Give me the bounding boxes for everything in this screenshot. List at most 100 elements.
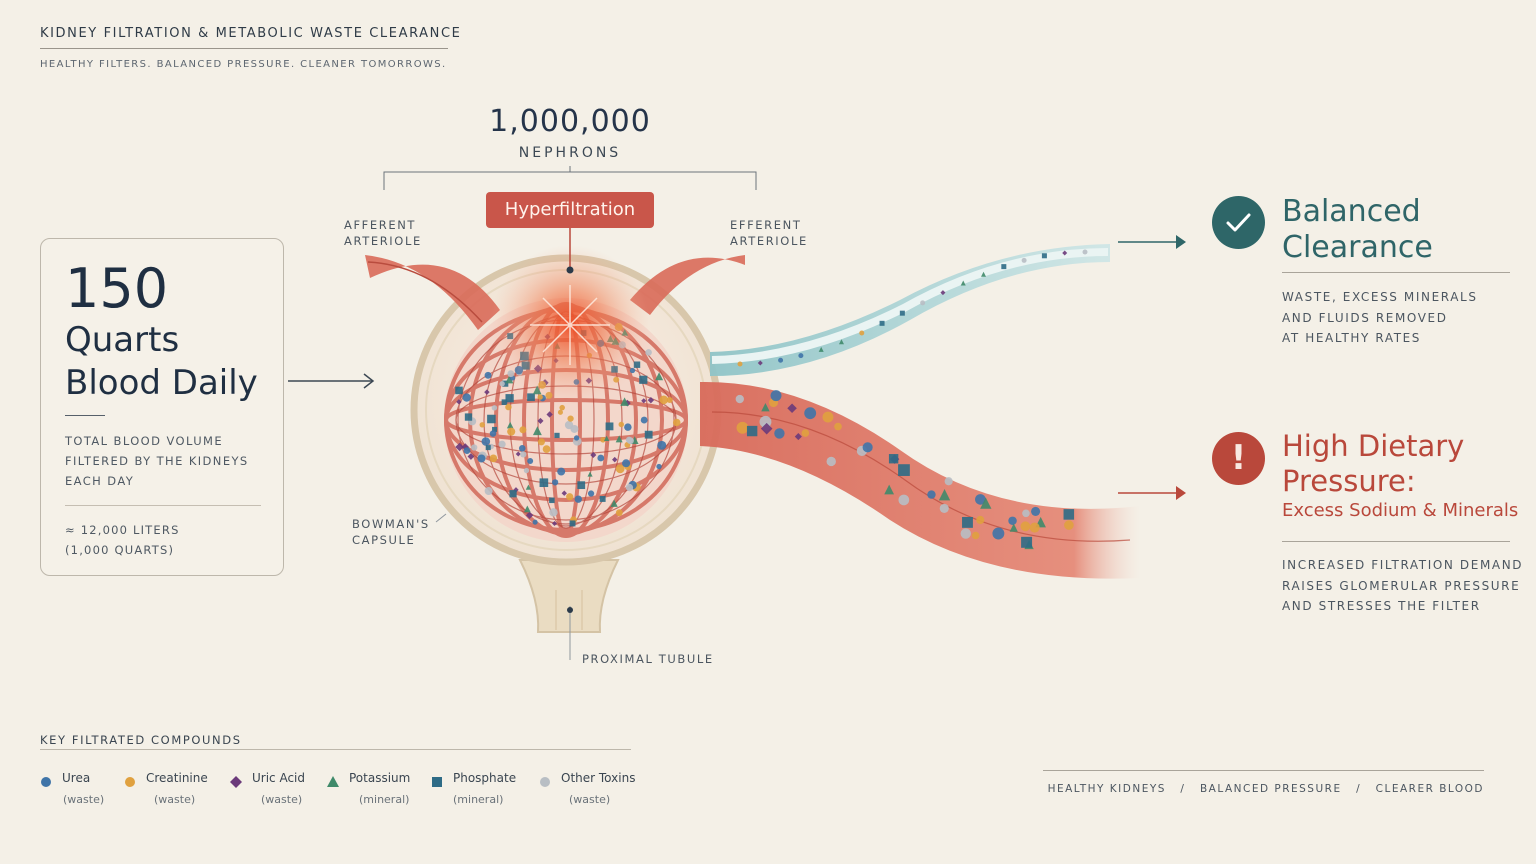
filtrate-particle xyxy=(622,459,631,468)
footer-tagline: HEALTHY KIDNEYS / BALANCED PRESSURE / CL… xyxy=(1047,783,1484,795)
stress-flow-particle xyxy=(976,515,985,525)
description-line: WASTE, EXCESS MINERALS xyxy=(1282,290,1478,304)
description-line: EACH DAY xyxy=(65,474,135,488)
filtrate-particle xyxy=(502,380,509,387)
filtrate-particle xyxy=(566,493,574,501)
stress-flow-particle xyxy=(992,527,1005,540)
urea-marker-icon xyxy=(40,773,52,787)
filtrate-particle xyxy=(554,432,560,439)
filtrate-particle xyxy=(499,381,505,387)
filtrate-particle xyxy=(574,495,583,503)
stress-flow-particle xyxy=(1009,523,1018,532)
phosphate-marker-icon xyxy=(431,773,443,787)
conversion-liters: ≈ 12,000 LITERS xyxy=(65,523,180,537)
stress-flow-particle xyxy=(822,411,834,423)
label-line: EFFERENT xyxy=(730,218,802,232)
high-pressure-title: High Dietary Pressure: xyxy=(1282,429,1464,499)
filtrate-particle xyxy=(625,436,633,444)
stress-flow-particle xyxy=(794,433,802,441)
filtrate-particle xyxy=(455,442,464,452)
filtrate-particle xyxy=(567,415,574,422)
clean-flow-particle xyxy=(859,330,865,336)
filtrate-particle xyxy=(600,437,606,443)
stress-flow-particle xyxy=(735,394,744,404)
label-line: BOWMAN'S xyxy=(352,517,430,531)
filtrate-particle xyxy=(618,421,625,428)
potassium-marker-icon xyxy=(327,773,339,787)
filtrate-particle xyxy=(487,414,496,424)
filtrate-particle xyxy=(551,479,559,486)
daily-volume-unit-line1: Quarts xyxy=(65,320,180,360)
filtrate-particle xyxy=(456,399,462,405)
efferent-arteriole xyxy=(630,255,745,315)
stress-flow-particle xyxy=(862,442,873,453)
filtrate-particle xyxy=(467,453,475,460)
stress-flow-particle xyxy=(1020,521,1031,532)
filtrate-particle xyxy=(603,435,610,442)
stress-flow-particle xyxy=(787,403,797,414)
filtrate-particle xyxy=(498,440,506,448)
filtrate-particle xyxy=(527,457,534,464)
filtrate-particle xyxy=(549,497,555,504)
filtrate-particle xyxy=(557,409,563,415)
stress-flow-particle xyxy=(1031,506,1041,516)
filtrate-particle xyxy=(505,394,514,403)
filtrate-particle xyxy=(647,397,655,404)
afferent-arteriole xyxy=(365,255,500,330)
other-toxins-marker-icon xyxy=(539,773,551,787)
clean-flow-particle xyxy=(838,339,844,345)
filtrate-particle xyxy=(484,389,490,395)
filtrate-particle xyxy=(587,490,595,497)
stress-flow-particle xyxy=(975,494,986,505)
filtrate-particle xyxy=(523,467,530,474)
clean-flow-particle xyxy=(1001,264,1007,270)
stress-flow-particle xyxy=(801,429,810,437)
filtrate-particle xyxy=(546,411,553,418)
filtrate-particle xyxy=(537,438,545,446)
bowmans-capsule-label: BOWMAN'S CAPSULE xyxy=(352,516,430,548)
stress-flow-particle xyxy=(884,484,895,495)
legend-item-kind: (mineral) xyxy=(359,793,410,806)
daily-volume-description: TOTAL BLOOD VOLUME FILTERED BY THE KIDNE… xyxy=(65,431,275,491)
filtrate-particle xyxy=(463,447,471,454)
stress-flow-particle xyxy=(736,421,749,434)
page-title: KIDNEY FILTRATION & METABOLIC WASTE CLEA… xyxy=(40,26,462,41)
filtrate-particle xyxy=(615,464,625,474)
uric-acid-marker-icon xyxy=(230,773,242,788)
label-line: CAPSULE xyxy=(352,533,416,547)
stress-flow-particle xyxy=(804,407,817,420)
label-line: ARTERIOLE xyxy=(730,234,808,248)
filtrate-particle xyxy=(659,395,669,405)
stress-arrow xyxy=(1118,486,1186,500)
filtrate-particle xyxy=(569,520,576,527)
clean-flow-particle xyxy=(940,290,946,296)
filtrate-particle xyxy=(641,398,647,404)
balanced-clearance-description: WASTE, EXCESS MINERALS AND FLUIDS REMOVE… xyxy=(1282,287,1478,349)
page-subtitle: HEALTHY FILTERS. BALANCED PRESSURE. CLEA… xyxy=(40,59,447,70)
card-divider xyxy=(65,505,261,506)
efferent-arteriole-label: EFFERENT ARTERIOLE xyxy=(730,217,808,249)
filtrate-particle xyxy=(625,483,634,492)
legend-item-kind: (mineral) xyxy=(453,793,504,806)
filtrate-particle xyxy=(656,463,662,470)
filtrate-particle xyxy=(523,505,531,513)
legend-item-kind: (waste) xyxy=(261,793,303,806)
stress-flow-particle xyxy=(898,464,910,476)
clean-flow-particle xyxy=(960,280,966,286)
filtrate-particle xyxy=(537,417,544,424)
filtrate-particle xyxy=(477,454,486,463)
filtrate-particle xyxy=(471,444,478,451)
filtrate-particle xyxy=(612,456,618,463)
stress-flow-particle xyxy=(761,402,770,412)
filtrate-particle xyxy=(462,393,471,402)
clean-flow-particle xyxy=(757,360,763,366)
filtrate-particle xyxy=(527,393,535,402)
stress-flow-particle xyxy=(770,390,782,402)
high-pressure-divider xyxy=(1282,541,1510,542)
afferent-arteriole-label: AFFERENT ARTERIOLE xyxy=(344,217,422,249)
legend-item-name: Phosphate xyxy=(453,771,517,785)
filtrate-particle xyxy=(501,399,508,405)
legend-item-name: Urea xyxy=(62,771,91,785)
legend-item-name: Creatinine xyxy=(146,771,208,785)
